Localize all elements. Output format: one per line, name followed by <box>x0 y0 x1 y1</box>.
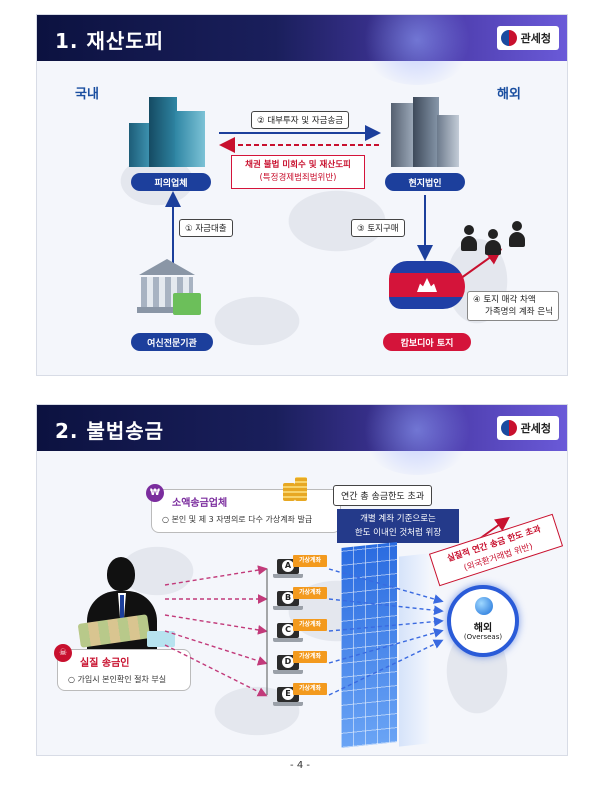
overseas-building-icon <box>391 97 461 167</box>
virtual-account-tag: 가상계좌 <box>293 555 327 567</box>
annual-limit-exceeded: 연간 총 송금한도 초과 <box>333 485 433 506</box>
small-remit-callout: ₩ 소액송금업체 ○ 본인 및 제 3 자명의로 다수 가상계좌 발급 <box>146 484 341 533</box>
step1-loan: ① 자금대출 <box>179 219 233 237</box>
domestic-label: 국내 <box>75 87 99 102</box>
agency-name: 관세청 <box>520 32 551 45</box>
laptop-letter: C <box>282 624 294 636</box>
person-icon <box>485 229 501 255</box>
slide2-title: 2. 불법송금 <box>55 419 165 443</box>
agency-logo-box: 관세청 <box>496 416 559 440</box>
laptop-letter: B <box>282 592 294 604</box>
person-icon <box>461 225 477 251</box>
step3-land-purchase: ③ 토지구매 <box>351 219 405 237</box>
virtual-account-tag: 가상계좌 <box>293 683 327 695</box>
slide1-arrows <box>165 125 503 282</box>
step4-line1: ④ 토지 매각 차액 <box>473 295 536 305</box>
small-remit-title: 소액송금업체 <box>172 498 228 509</box>
taegeuk-logo-icon <box>500 420 517 436</box>
laptop-icon: A <box>273 559 303 579</box>
laptop-letter: A <box>282 560 294 572</box>
skull-icon: ☠ <box>54 644 72 662</box>
step4-land-sale: ④ 토지 매각 차액 가족명의 계좌 은닉 <box>467 291 559 321</box>
slide1-title: 1. 재산도피 <box>55 29 165 53</box>
person-icon <box>509 221 525 247</box>
page-number: - 4 - <box>290 760 310 771</box>
virtual-account-tag: 가상계좌 <box>293 587 327 599</box>
disguise-box: 개별 계좌 기준으로는 한도 이내인 것처럼 위장 <box>337 509 459 543</box>
overseas-en-text: (Overseas) <box>463 633 503 641</box>
suspect-company-label: 피의업체 <box>131 173 211 191</box>
lender-label: 여신전문기관 <box>131 333 213 351</box>
overseas-text: 해외 <box>473 623 493 634</box>
agency-logo-box: 관세청 <box>496 26 559 50</box>
real-sender-callout: ☠ 실질 송금인 ○ 가입시 본인확인 절차 부실 <box>54 644 191 691</box>
banner-glow <box>357 405 477 475</box>
card-icon <box>147 631 175 647</box>
real-sender-title: 실질 송금인 <box>80 658 130 669</box>
cambodia-land-label: 캄보디아 토지 <box>383 333 471 351</box>
real-sender-desc: ○ 가입시 본인확인 절차 부실 <box>68 675 167 684</box>
domestic-building-icon <box>129 97 213 167</box>
virtual-account-tag: 가상계좌 <box>293 619 327 631</box>
slide-asset-flight: 1. 재산도피 관세청 국내 해외 피의업체 현지법인 ② 대부투자 및 자금송… <box>36 14 568 376</box>
asset-flight-box: 채권 불법 미회수 및 재산도피 (특정경제범죄법위반) <box>231 155 365 189</box>
overseas-globe: 해외 (Overseas) <box>447 585 519 657</box>
won-icon: ₩ <box>146 484 164 502</box>
asset-flight-title: 채권 불법 미회수 및 재산도피 <box>245 160 351 170</box>
virtual-account-tag: 가상계좌 <box>293 651 327 663</box>
slide-illegal-remittance: 2. 불법송금 관세청 ₩ 소액송금업체 ○ 본인 및 제 3 자명의로 다수 … <box>36 404 568 756</box>
banner-glow <box>357 15 477 85</box>
cambodia-map-icon <box>389 261 465 309</box>
laptop-letter: E <box>282 688 294 700</box>
taegeuk-logo-icon <box>500 30 517 46</box>
coins-icon <box>283 475 313 501</box>
overseas-label: 해외 <box>497 87 521 102</box>
agency-name: 관세청 <box>520 422 551 435</box>
disguise-line2: 한도 이내인 것처럼 위장 <box>354 528 442 538</box>
step2-loan-transfer: ② 대부투자 및 자금송금 <box>251 111 350 129</box>
step4-line2: 가족명의 계좌 은닉 <box>485 307 553 317</box>
slide2-banner: 2. 불법송금 관세청 <box>37 405 567 475</box>
small-remit-desc: ○ 본인 및 제 3 자명의로 다수 가상계좌 발급 <box>162 515 313 524</box>
globe-icon <box>475 597 493 615</box>
disguise-line1: 개별 계좌 기준으로는 <box>360 514 436 524</box>
slide1-banner: 1. 재산도피 관세청 <box>37 15 567 85</box>
bank-icon <box>133 259 203 319</box>
local-corp-label: 현지법인 <box>385 173 465 191</box>
asset-flight-law: (특정경제범죄법위반) <box>259 173 337 183</box>
laptop-letter: D <box>282 656 294 668</box>
